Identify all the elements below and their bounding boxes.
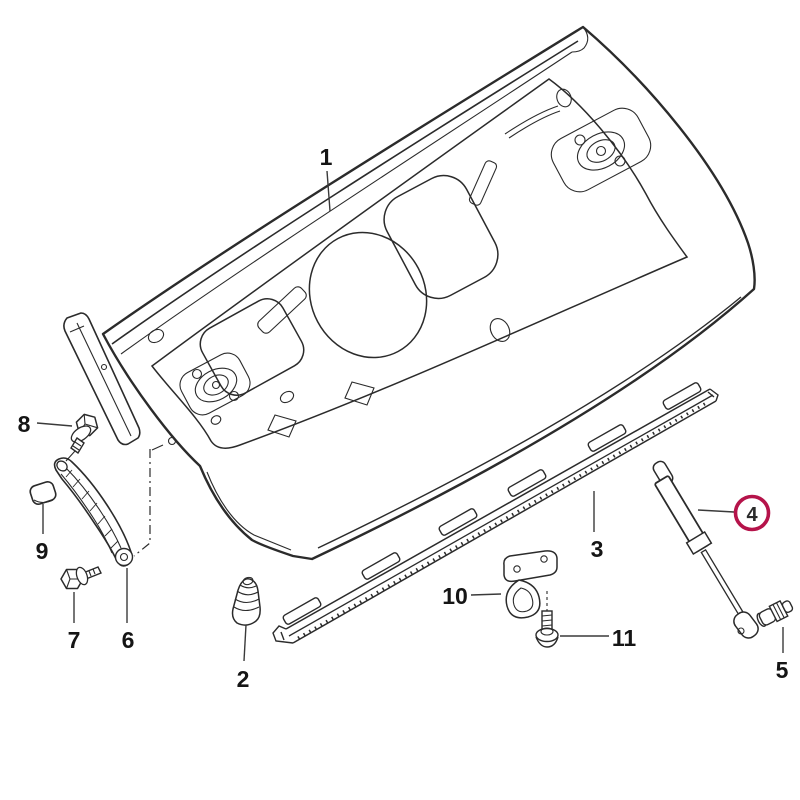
part-5-ball-stud-drawing bbox=[756, 599, 794, 627]
callout-3: 3 bbox=[591, 536, 604, 562]
callout-5: 5 bbox=[776, 657, 789, 683]
callout-7: 7 bbox=[68, 627, 81, 653]
part-10-bracket-drawing bbox=[503, 550, 558, 619]
lid-left-flange-drawing bbox=[63, 312, 141, 446]
highlight-circle bbox=[733, 494, 771, 532]
callout-labels: 1 8 9 7 6 2 10 11 3 5 bbox=[18, 144, 789, 692]
callout-8: 8 bbox=[18, 411, 31, 437]
callout-6: 6 bbox=[122, 627, 135, 653]
part-1-trunk-lid-drawing bbox=[101, 25, 756, 561]
part-7-bolt-drawing bbox=[60, 566, 102, 590]
part-8-bolt-drawing bbox=[65, 413, 99, 462]
part-11-screw-drawing bbox=[535, 591, 559, 648]
left-hinge-detail bbox=[179, 352, 251, 416]
part-4-gas-strut-drawing bbox=[652, 460, 759, 639]
highlighted-callout-4: 4 bbox=[733, 494, 771, 532]
callout-4: 4 bbox=[746, 504, 758, 526]
part-3-trim-strip-drawing bbox=[272, 382, 719, 644]
part-9-cap-drawing bbox=[29, 481, 57, 505]
callout-10: 10 bbox=[442, 583, 468, 609]
right-hinge-detail bbox=[504, 105, 652, 193]
leader-lines bbox=[36, 170, 784, 662]
part-2-buffer-drawing bbox=[231, 576, 261, 626]
callout-1: 1 bbox=[320, 144, 333, 170]
assembly-axis-line bbox=[133, 444, 164, 557]
callout-11: 11 bbox=[612, 625, 637, 651]
callout-2: 2 bbox=[237, 666, 250, 692]
part-6-hinge-arm-drawing bbox=[53, 457, 134, 567]
callout-9: 9 bbox=[36, 538, 49, 564]
